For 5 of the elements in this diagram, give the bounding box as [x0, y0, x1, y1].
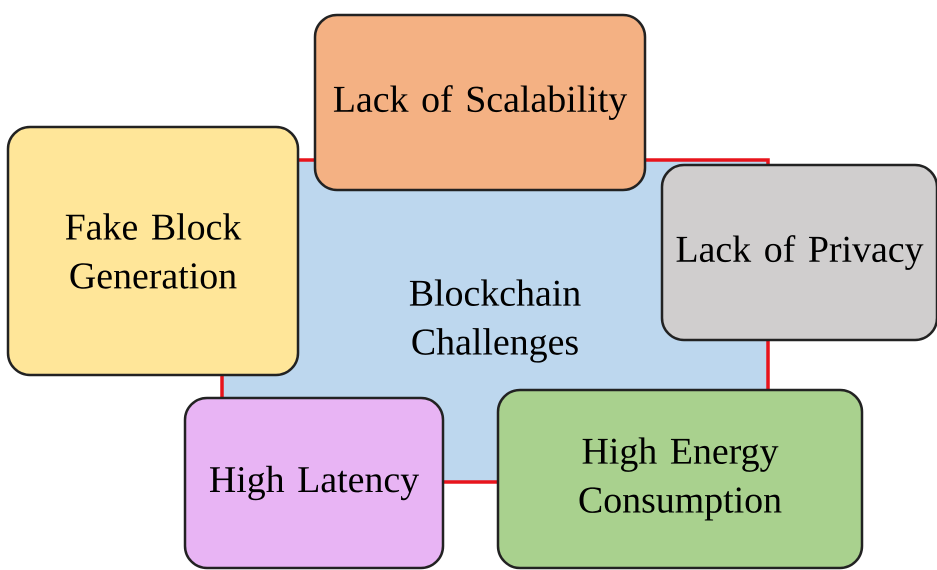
challenge-box: Lack of Scalability — [314, 14, 646, 192]
challenge-box: High Latency — [184, 396, 444, 570]
challenge-box: High Energy Consumption — [496, 388, 864, 570]
challenge-box: Lack of Privacy — [660, 164, 937, 342]
challenge-box: Fake Block Generation — [6, 126, 300, 376]
